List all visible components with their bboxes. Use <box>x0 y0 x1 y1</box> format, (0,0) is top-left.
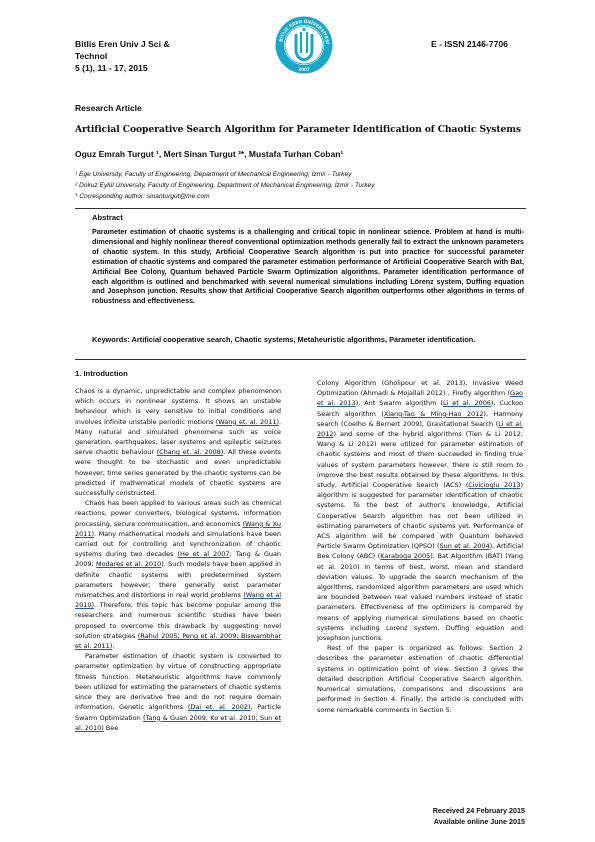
journal-citation: Bitlis Eren Univ J Sci & Technol 5 (1), … <box>75 38 215 74</box>
affiliation-2: ² Dokuz Eylül University, Faculty of Eng… <box>75 182 375 189</box>
citation-link[interactable]: Civicioglu 2013 <box>468 481 521 490</box>
author-list: Oguz Emrah Turgut ¹, Mert Sinan Turgut ²… <box>75 149 344 159</box>
citation-link[interactable]: (Wang et. al. 2011) <box>215 417 279 426</box>
citation-link[interactable]: (Rahul 2005; Peng et al. 2009; Biswambha… <box>75 631 281 651</box>
article-type: Research Article <box>75 103 142 113</box>
paragraph: Rest of the paper is organized as follow… <box>317 644 523 714</box>
corresponding-author: * Corresponding author: sinanturgut@me.c… <box>75 193 210 200</box>
citation-link[interactable]: (Wang & Xu 2011) <box>75 519 282 538</box>
citation-link[interactable]: Modares et al. 2010 <box>95 560 162 569</box>
abstract-heading: Abstract <box>92 213 123 222</box>
body-column-left: Chaos is a dynamic, unpredictable and co… <box>75 386 281 733</box>
paper-title: Artificial Cooperative Search Algorithm … <box>75 124 521 135</box>
section-heading-introduction: 1. Introduction <box>75 369 128 378</box>
citation-link[interactable]: Gao et al. 2013 <box>317 389 523 408</box>
citation-link[interactable]: Xiang-Tao & Ming-Hao 2012 <box>383 409 484 418</box>
abstract-box <box>75 208 526 360</box>
paragraph: Colony Algorithm (Gholipour et al. 2013)… <box>317 379 524 643</box>
paragraph: Parameter estimation of chaotic system i… <box>75 652 282 732</box>
paragraph: Chaos is a dynamic, unpredictable and co… <box>75 387 281 498</box>
university-seal-logo: BİTLİS EREN ÜNİVERSİTESİ 2007 <box>275 16 333 74</box>
keywords: Keywords: Artificial cooperative search,… <box>92 335 476 344</box>
citation-link[interactable]: (Tang & Guan 2009; Ko et al. 2010; Sun e… <box>75 713 282 732</box>
journal-name-line2: Technol <box>75 51 108 61</box>
citation-link[interactable]: (Wang et al 2010) <box>75 591 281 610</box>
affiliation-1: ¹ Ege University, Faculty of Engineering… <box>75 171 352 178</box>
citation-link[interactable]: (He et al 2007 <box>177 550 230 559</box>
abstract-text: Parameter estimation of chaotic systems … <box>92 227 524 306</box>
citation-link[interactable]: Karaboga 2005 <box>380 552 431 561</box>
citation-link[interactable]: Li et al. 2012 <box>317 419 524 439</box>
journal-volume: 5 (1), 11 - 17, 2015 <box>75 63 148 73</box>
citation-link[interactable]: Sun et al. 2004 <box>439 542 490 551</box>
issn: E - ISSN 2146-7706 <box>431 39 508 49</box>
body-column-right: Colony Algorithm (Gholipour et al. 2013)… <box>317 378 523 715</box>
seal-year: 2007 <box>298 67 309 72</box>
citation-link[interactable]: (Chang et. al. 2008) <box>156 448 224 457</box>
online-date: Available online June 2015 <box>433 817 525 826</box>
paragraph: Chaos has been applied to various areas … <box>75 499 282 651</box>
citation-link[interactable]: Li et al. 2006 <box>442 399 491 408</box>
journal-name-line1: Bitlis Eren Univ J Sci & <box>75 39 170 49</box>
received-date: Received 24 February 2015 <box>432 806 525 815</box>
citation-link[interactable]: (Dai et. al. 2002) <box>187 703 251 712</box>
